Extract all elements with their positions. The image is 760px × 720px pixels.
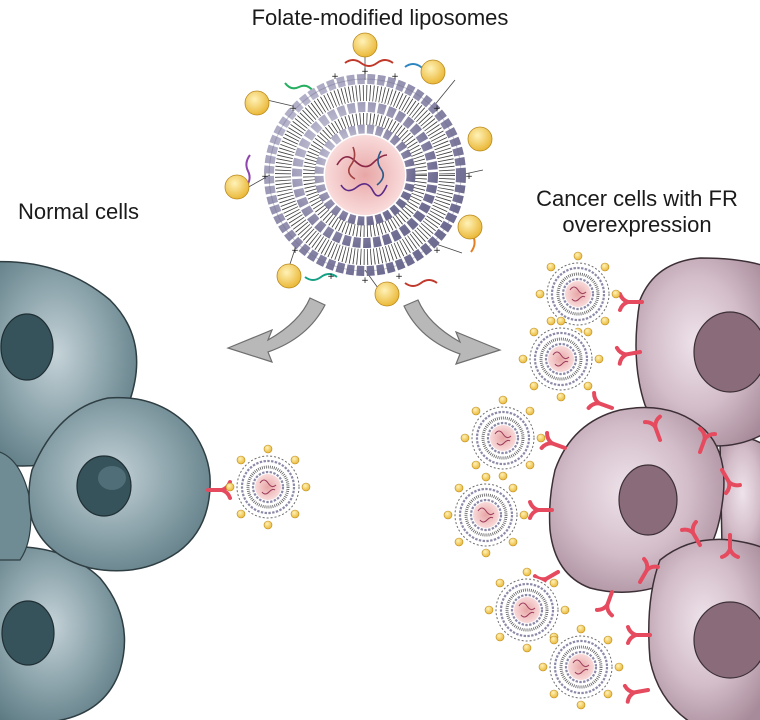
folate-receptor-icon — [594, 587, 622, 618]
normal-cells-label: Normal cells — [18, 199, 140, 224]
svg-text:+: + — [331, 72, 339, 82]
liposome-icon — [537, 623, 625, 711]
liposome-icon — [517, 315, 605, 403]
svg-text:+: + — [391, 72, 399, 82]
svg-text:+: + — [395, 272, 403, 282]
svg-text:+: + — [433, 104, 441, 114]
normal-nucleus — [0, 313, 54, 381]
svg-text:+: + — [433, 246, 441, 256]
folate-receptor-icon — [626, 625, 652, 645]
normal-cells — [0, 260, 232, 720]
liposome-icon — [442, 471, 530, 559]
svg-text:+: + — [361, 276, 369, 286]
svg-text:+: + — [465, 172, 473, 182]
cancer-cells-label-line2: overexpression — [562, 212, 712, 237]
liposome-icon — [224, 443, 312, 531]
cancer-cells-label-line1: Cancer cells with FR — [536, 186, 738, 211]
cancer-nucleus — [618, 464, 678, 536]
normal-nucleus — [1, 600, 55, 666]
svg-text:+: + — [291, 246, 299, 256]
large-liposome: + + + + + + + + + + + + — [224, 32, 493, 307]
svg-text:+: + — [289, 104, 297, 114]
svg-text:+: + — [361, 67, 369, 77]
liposome-icon — [534, 250, 622, 338]
arrow-icon — [226, 297, 326, 363]
cancer-nucleus — [693, 311, 760, 393]
arrow-icon — [403, 299, 502, 365]
figure-title: Folate-modified liposomes — [251, 5, 509, 30]
folate-receptor-icon — [622, 680, 652, 704]
cancer-cells — [528, 257, 760, 720]
normal-cell-bottom — [0, 545, 126, 720]
folate-receptor-icon — [528, 500, 554, 520]
liposome-icon — [459, 394, 547, 482]
svg-text:+: + — [261, 172, 269, 182]
cancer-nucleus — [693, 601, 760, 679]
svg-text:+: + — [327, 272, 335, 282]
